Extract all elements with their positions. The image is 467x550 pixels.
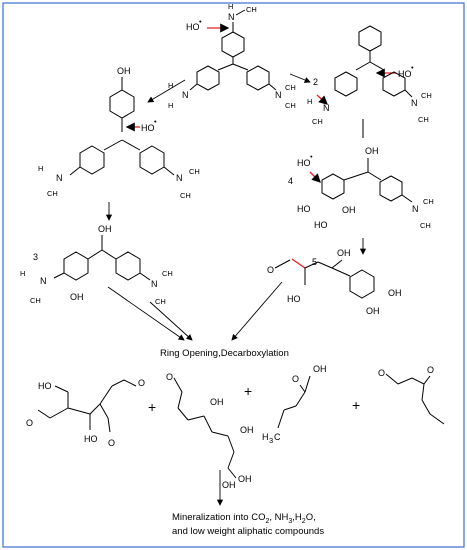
step-label-3: 3 (33, 252, 38, 262)
svg-text:OH: OH (98, 224, 112, 234)
step-label-5: 5 (312, 257, 317, 267)
svg-text:N: N (412, 204, 419, 214)
svg-text:CH: CH (162, 269, 173, 278)
left-intermediate-molecule: OH HO • N H CH N CH CH (38, 66, 200, 200)
svg-text:HO: HO (398, 69, 412, 79)
svg-text:CH: CH (180, 191, 191, 200)
arrow-parent-to-2 (289, 73, 311, 83)
product-1: HO O O O HO (26, 378, 145, 448)
svg-text:N: N (40, 276, 47, 286)
svg-text:HO: HO (84, 434, 98, 444)
svg-text:CH: CH (312, 117, 323, 126)
svg-text:N: N (411, 98, 418, 108)
svg-text:H: H (307, 97, 312, 106)
arrow-3-to-ring-opening (107, 286, 185, 341)
top-n-label: N (228, 12, 235, 22)
svg-text:CH: CH (30, 296, 41, 305)
svg-text:Mineralization into CO2, NH: Mineralization into CO2, NH3,H2O, (172, 512, 316, 525)
plus-1: + (148, 399, 156, 415)
svg-text:CH: CH (155, 297, 166, 306)
svg-text:H: H (38, 164, 43, 173)
svg-text:OH: OH (117, 66, 131, 76)
step-label-2: 2 (313, 77, 318, 87)
svg-text:CH: CH (189, 167, 200, 176)
svg-text:•: • (411, 63, 414, 72)
svg-text:OH: OH (70, 292, 84, 302)
svg-text:N: N (176, 173, 183, 183)
attack-arrow-2b (316, 94, 328, 105)
svg-text:HO: HO (38, 381, 52, 391)
svg-text:OH: OH (388, 288, 402, 298)
intermediate-2-molecule: HO • N H CH N CH CH (307, 25, 432, 126)
svg-text:OH: OH (366, 306, 380, 316)
arrow-parent-to-left (147, 79, 186, 103)
svg-text:OH: OH (313, 364, 327, 374)
top-ring (221, 31, 245, 58)
svg-text:N: N (275, 90, 282, 100)
svg-text:•: • (199, 17, 202, 26)
svg-text:HO: HO (297, 158, 311, 168)
intermediate-5-molecule: O 5 HO OH OH OH (267, 248, 402, 316)
svg-text:OH: OH (365, 146, 379, 156)
step-label-4: 4 (288, 176, 293, 186)
svg-text:3: 3 (269, 436, 273, 445)
svg-text:N: N (151, 279, 158, 289)
svg-text:CH: CH (420, 221, 431, 230)
attack-arrow-4 (309, 171, 321, 183)
parent-dye-molecule: N CH H HO • N H H N CH CH (168, 2, 296, 110)
svg-text:HO: HO (314, 220, 328, 230)
svg-text:CH: CH (423, 197, 434, 206)
svg-text:H: H (228, 2, 233, 11)
svg-text:O: O (267, 265, 274, 275)
radical-label-top: HO (186, 22, 200, 32)
svg-text:H: H (168, 101, 173, 110)
svg-text:N: N (323, 103, 330, 113)
caption-ring-opening: Ring Opening,Decarboxylation (160, 348, 289, 359)
svg-text:N: N (56, 173, 63, 183)
svg-text:•: • (310, 152, 313, 161)
product-4: O O (378, 365, 445, 425)
svg-text:OH: OH (337, 248, 351, 258)
svg-text:OH: OH (222, 480, 236, 490)
svg-text:C: C (274, 432, 281, 442)
svg-text:CH: CH (285, 101, 296, 110)
svg-text:O: O (166, 372, 173, 382)
svg-text:N: N (182, 90, 189, 100)
intermediate-3-molecule: 3 OH N H CH OH N CH CH (20, 224, 173, 306)
svg-text:O: O (427, 365, 434, 375)
svg-text:OH: OH (238, 474, 252, 484)
svg-text:CH: CH (421, 91, 432, 100)
svg-text:OH: OH (210, 397, 224, 407)
svg-text:CH: CH (246, 5, 257, 14)
plus-3: + (352, 397, 360, 413)
svg-text:CH: CH (47, 189, 58, 198)
svg-text:O: O (26, 418, 33, 428)
svg-text:•: • (154, 117, 157, 126)
arrow-left-to-ring-opening (149, 301, 193, 341)
svg-text:O: O (292, 374, 299, 384)
svg-text:H: H (20, 269, 25, 278)
svg-text:CH: CH (285, 83, 296, 92)
svg-text:O: O (138, 378, 145, 388)
svg-text:OH: OH (240, 425, 254, 435)
caption-mineralization: Mineralization into CO2, NH3,H2O, and lo… (172, 512, 324, 537)
product-3: OH O H 3 C (262, 364, 327, 445)
svg-text:H: H (168, 81, 173, 90)
svg-text:and low weight aliphatic compo: and low weight aliphatic compounds (172, 526, 324, 537)
plus-2: + (244, 383, 252, 399)
svg-text:HO: HO (287, 294, 301, 304)
svg-text:CH: CH (418, 115, 429, 124)
svg-text:O: O (378, 368, 385, 378)
product-2: O OH OH OH OH (166, 372, 254, 490)
intermediate-4-molecule: HO • 4 OH HO HO OH N CH CH (288, 146, 434, 230)
svg-text:H: H (262, 432, 269, 442)
svg-text:HO: HO (141, 123, 155, 133)
svg-text:OH: OH (342, 205, 356, 215)
svg-text:O: O (108, 438, 115, 448)
svg-text:HO: HO (297, 204, 311, 214)
arrow-5-to-ring-opening (231, 281, 283, 341)
